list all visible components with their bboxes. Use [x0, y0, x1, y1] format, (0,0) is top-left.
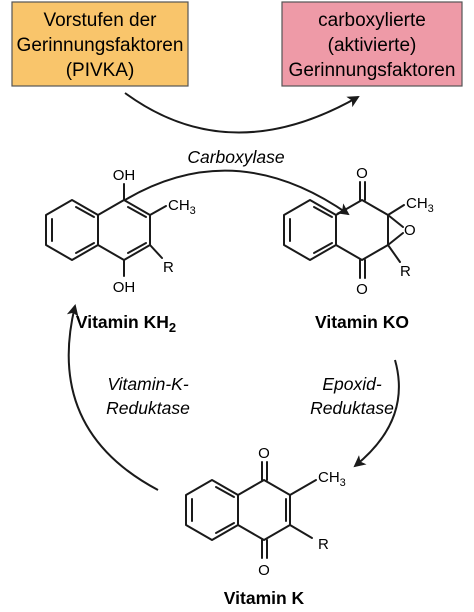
k-o-bottom: O [258, 562, 270, 579]
activated-label-line-1: carboxylierte [318, 10, 426, 31]
kh2-r-group: R [163, 259, 174, 276]
precursor-label-line-1: Vorstufen der [43, 10, 157, 31]
vitamin-k-reductase-arrow [66, 304, 159, 491]
kh2-to-ko-arrow [124, 169, 350, 216]
vitamin-k-structure: O O CH3 R [185, 445, 346, 579]
vitamin-kh2-name: Vitamin KH2 [76, 312, 176, 335]
ko-epoxide-o: O [404, 222, 416, 239]
epoxide-reductase-label-1: Epoxid- [322, 374, 382, 394]
vitamin-kh2-structure: OH OH CH3 R [45, 167, 196, 296]
precursor-box: Vorstufen der Gerinnungsfaktoren (PIVKA) [11, 1, 189, 87]
vitamin-ko-name: Vitamin KO [315, 312, 409, 332]
k-r-group: R [318, 536, 329, 553]
activated-factors-box: carboxylierte (aktivierte) Gerinnungsfak… [281, 1, 463, 87]
activated-label-line-2: (aktivierte) [328, 35, 417, 56]
vitamin-k-reductase-label-1: Vitamin-K- [107, 374, 189, 394]
epoxide-reductase-label-2: Reduktase [310, 398, 394, 418]
ko-methyl: CH3 [406, 195, 434, 215]
ko-o-top: O [356, 165, 368, 182]
epoxide-reductase-arrow [353, 359, 400, 468]
carboxylation-arrow [124, 92, 360, 134]
kh2-methyl: CH3 [168, 197, 196, 217]
vitamin-k-name: Vitamin K [224, 588, 305, 608]
vitamin-ko-structure: O O O CH3 R [283, 165, 434, 298]
kh2-oh-bottom: OH [113, 279, 136, 296]
k-methyl: CH3 [318, 469, 346, 489]
ko-o-bottom: O [356, 281, 368, 298]
precursor-label-line-2: Gerinnungsfaktoren [17, 35, 184, 56]
vitamin-k-reductase-label-2: Reduktase [106, 398, 190, 418]
carboxylase-label: Carboxylase [187, 147, 285, 167]
k-o-top: O [258, 445, 270, 462]
precursor-label-line-3: (PIVKA) [66, 60, 135, 81]
kh2-oh-top: OH [113, 167, 136, 184]
activated-label-line-3: Gerinnungsfaktoren [289, 60, 456, 81]
ko-r-group: R [400, 263, 411, 280]
